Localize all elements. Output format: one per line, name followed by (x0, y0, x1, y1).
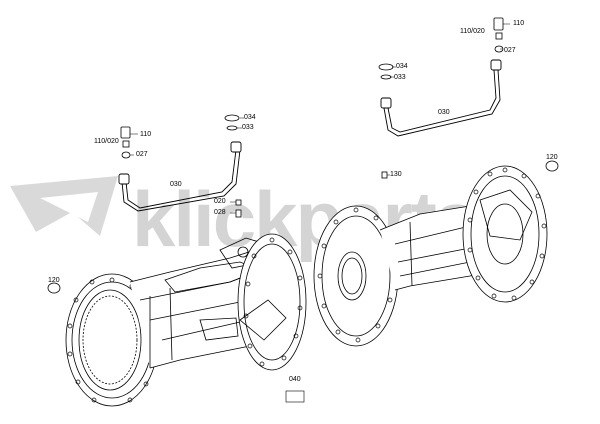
callout-left-040: 040 (289, 376, 301, 383)
left-fittings (47, 114, 305, 403)
left-axle-housing (65, 233, 307, 407)
right-pipe-030 (380, 59, 502, 137)
callout-right-027: 027 (504, 47, 516, 54)
callout-left-110-020: 110/020 (94, 138, 119, 145)
callout-left-120: 120 (48, 277, 60, 284)
right-fittings (378, 17, 559, 179)
callout-left-027: 027 (136, 151, 148, 158)
callout-right-033: 033 (394, 74, 406, 81)
right-axle-housing (313, 165, 548, 347)
callout-right-110: 110 (513, 20, 525, 27)
callout-left-030: 030 (170, 181, 182, 188)
callout-left-034: 034 (244, 114, 256, 121)
callout-left-020: 020 (214, 198, 226, 205)
callout-right-110-020: 110/020 (460, 28, 485, 35)
callout-right-030: 030 (438, 109, 450, 116)
callout-right-130: 130 (390, 171, 402, 178)
callout-left-028: 028 (214, 209, 226, 216)
watermark-logo (10, 176, 118, 236)
callout-right-120: 120 (546, 154, 558, 161)
left-pipe-030 (118, 141, 242, 212)
callout-left-110: 110 (140, 131, 152, 138)
callout-left-033: 033 (242, 124, 254, 131)
callout-right-034: 034 (396, 63, 408, 70)
leader-lines (130, 23, 510, 214)
